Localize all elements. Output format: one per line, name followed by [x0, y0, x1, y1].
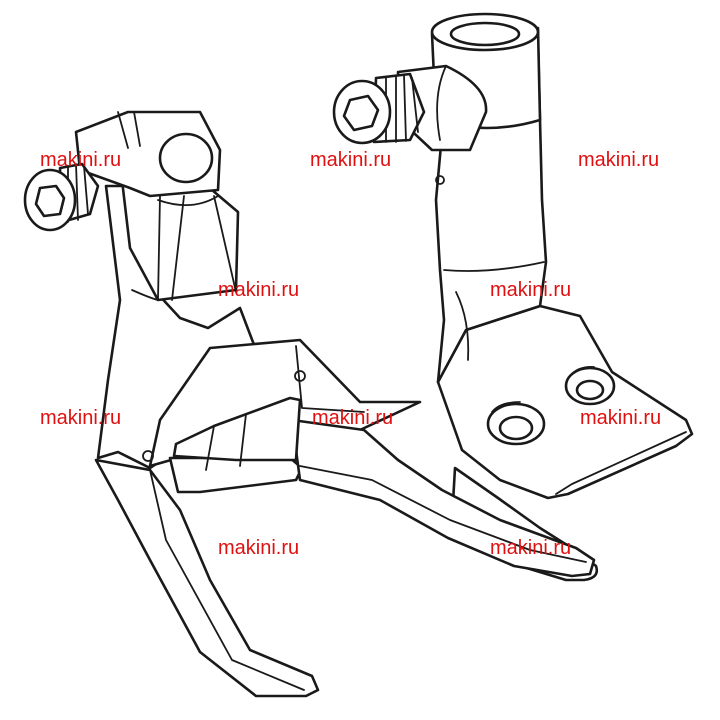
left-foot-inner-toe — [290, 418, 596, 578]
watermark-text: makini.ru — [490, 537, 572, 559]
watermark-text: makini.ru — [218, 537, 300, 559]
right-presser-foot — [332, 12, 694, 582]
right-foot-clamp-boss — [396, 64, 488, 152]
watermark-text: makini.ru — [310, 149, 392, 171]
left-foot-long-toe — [94, 458, 320, 698]
right-foot-screw-hole — [564, 366, 616, 406]
right-foot-sole-plate — [436, 304, 694, 500]
watermark-text: makini.ru — [312, 407, 394, 429]
left-foot-hex-screw — [23, 162, 100, 232]
left-foot-inner-box — [172, 396, 302, 462]
left-foot-bore — [158, 132, 214, 184]
watermark-text: makini.ru — [578, 149, 660, 171]
watermark-text: makini.ru — [218, 279, 300, 301]
left-foot-bridge — [168, 456, 304, 494]
right-foot-screw-hole — [486, 402, 546, 446]
watermark-text: makini.ru — [40, 149, 122, 171]
right-foot-hex-screw — [332, 72, 426, 145]
watermark-text: makini.ru — [490, 279, 572, 301]
left-presser-foot — [23, 110, 596, 698]
watermark-text: makini.ru — [580, 407, 662, 429]
watermark-text: makini.ru — [40, 407, 122, 429]
